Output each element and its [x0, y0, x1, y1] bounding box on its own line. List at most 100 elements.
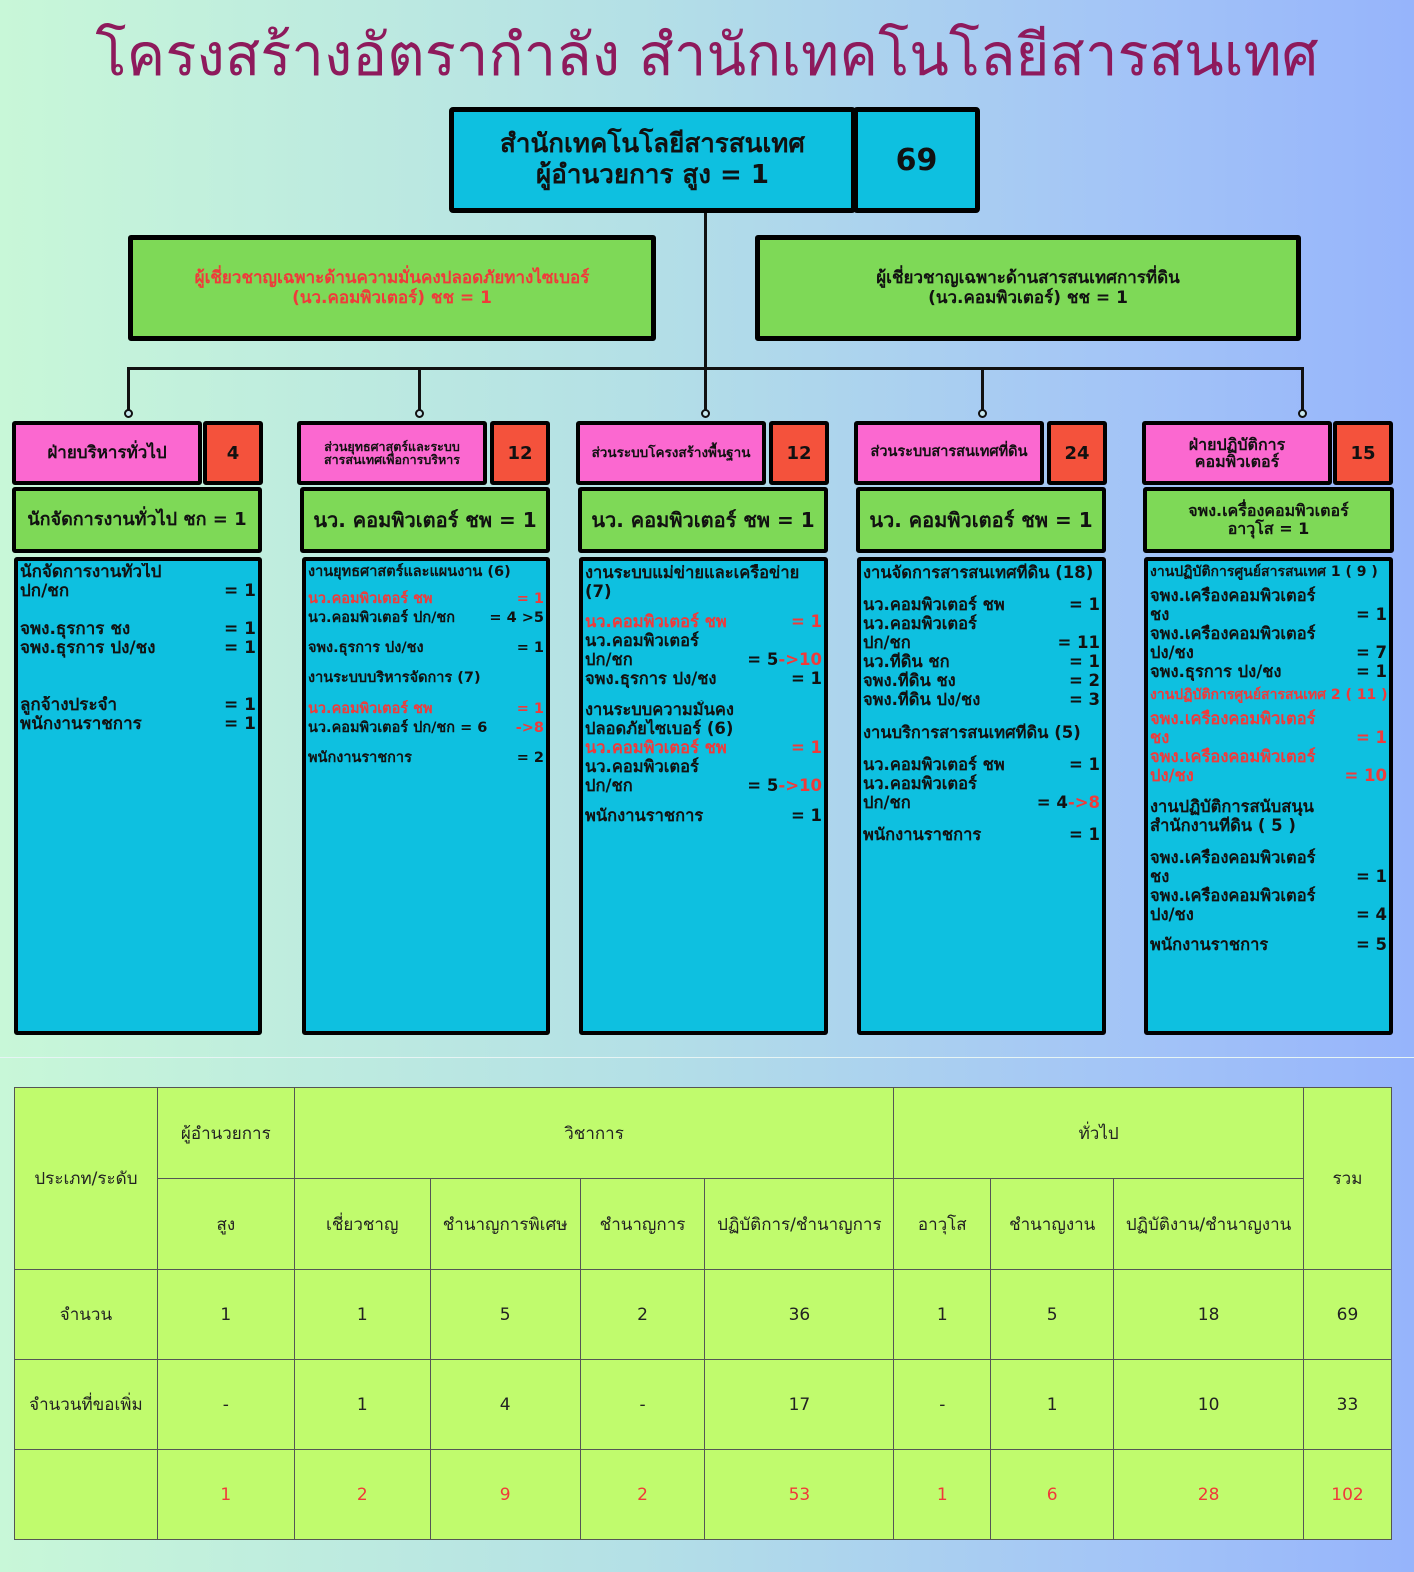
list-item-value: = 5: [747, 650, 779, 670]
list-item-value: = 4: [1036, 792, 1068, 812]
table-row-label: จำนวนที่ขอเพิ่ม: [14, 1359, 158, 1450]
list-item: ปก/ชก= 11: [863, 633, 1100, 652]
list-item: (7): [585, 582, 822, 601]
list-item-label: ชง: [1150, 728, 1170, 748]
table-cell: 4: [429, 1359, 581, 1450]
list-spacer: [308, 658, 544, 669]
list-item-label: จพง.ธุรการ ปง/ชง: [1150, 661, 1282, 681]
section-divider: [0, 1057, 1414, 1058]
unit-3-head-box: นว. คอมพิวเตอร์ ชพ = 1: [578, 487, 828, 553]
table-cell: 1: [293, 1359, 431, 1450]
list-item-value: = 1: [516, 700, 544, 717]
table-cell: 1: [156, 1449, 295, 1540]
list-item-value: = 1: [224, 581, 256, 601]
list-spacer: [308, 688, 544, 699]
list-item-requested-value: ->10: [778, 650, 822, 670]
list-item-value: = 11: [1057, 633, 1100, 653]
connector-horizontal-bar: [127, 367, 1304, 370]
list-item-label: ปลอดภัยไซเบอร์ (6): [585, 718, 734, 738]
table-cell: 53: [704, 1449, 895, 1540]
list-item: ปลอดภัยไซเบอร์ (6): [585, 719, 822, 738]
table-cell: 5: [429, 1269, 581, 1360]
list-item: จพง.ที่ดิน ปง/ชง= 3: [863, 690, 1100, 709]
list-item: งานปฏิบัติการศูนย์สารสนเทศ 2 ( 11 ): [1150, 686, 1387, 705]
list-item: งานปฏิบัติการศูนย์สารสนเทศ 1 ( 9 ): [1150, 563, 1387, 582]
list-item-value: = 1: [224, 695, 256, 715]
list-item: ลูกจ้างประจำ = 1: [20, 696, 256, 715]
list-item-label: พนักงานราชการ: [863, 825, 982, 845]
unit-4-name-box: ส่วนระบบสารสนเทศที่ดิน: [854, 421, 1044, 485]
list-item: งานปฏิบัติการสนับสนุน: [1150, 797, 1387, 816]
list-item-label: จพง.ที่ดิน ปง/ชง: [863, 690, 981, 710]
list-item: งานจัดการสารสนเทศที่ดิน (18): [863, 563, 1100, 582]
list-item-value: = 1: [1068, 652, 1100, 672]
list-item: งานระบบบริหารจัดการ (7): [308, 669, 544, 688]
list-item-value: = 5: [747, 775, 779, 795]
table-cell: 1: [293, 1269, 431, 1360]
land-info-expert-box: ผู้เชี่ยวชาญเฉพาะด้านสารสนเทศการที่ดิน (…: [755, 235, 1301, 341]
list-item-value: = 1: [1068, 754, 1100, 774]
list-item: นว.คอมพิวเตอร์ ชพ= 1: [308, 700, 544, 719]
list-item: ปก/ชก= 1: [20, 582, 256, 601]
table-cell: 5: [990, 1269, 1115, 1360]
table-group-academic: วิชาการ: [293, 1087, 895, 1179]
list-item: จพง.เครื่องคอมพิวเตอร์: [1150, 709, 1387, 728]
list-item-value: ->8: [515, 719, 544, 736]
list-item: นว.คอมพิวเตอร์ ปก/ชก= 4 >5: [308, 609, 544, 628]
list-item-label: พนักงานราชการ: [585, 806, 704, 826]
list-item-value: = 1: [224, 714, 256, 734]
table-cell: 9: [429, 1449, 581, 1540]
list-item-label: นว.คอมพิวเตอร์ ชพ: [863, 754, 1005, 774]
connector-drop-2: [418, 367, 421, 412]
unit-1-name-box: ฝ่ายบริหารทั่วไป: [12, 421, 202, 485]
list-spacer: [20, 601, 256, 620]
unit-name-line: ฝ่ายปฏิบัติการ: [1188, 435, 1286, 454]
unit-2-name-box: ส่วนยุทธศาสตร์และระบบสารสนเทศเพื่อการบริ…: [297, 421, 487, 485]
table-level-header: อาวุโส: [893, 1178, 992, 1270]
list-item: พนักงานราชการ= 2: [308, 749, 544, 768]
list-spacer: [308, 628, 544, 639]
list-item: จพง.เครื่องคอมพิวเตอร์: [1150, 586, 1387, 605]
list-item-label: จพง.ธุรการ ปง/ชง: [585, 669, 717, 689]
list-item: นว.ที่ดิน ชก= 1: [863, 652, 1100, 671]
table-cell: 1: [990, 1359, 1115, 1450]
list-item-label: ปก/ชก: [863, 792, 911, 812]
director-office-name: สำนักเทคโนโลยีสารสนเทศ: [500, 129, 805, 159]
list-item-label: พนักงานราชการ: [20, 715, 142, 734]
table-cell: -: [893, 1359, 992, 1450]
unit-1-head-box: นักจัดการงานทั่วไป ชก = 1: [12, 487, 262, 553]
director-box: สำนักเทคโนโลยีสารสนเทศ ผู้อำนวยการ สูง =…: [449, 107, 856, 213]
unit-name-line: คอมพิวเตอร์: [1194, 452, 1280, 471]
list-item: ปง/ชง= 4: [1150, 905, 1387, 924]
list-item: งานระบบความมั่นคง: [585, 700, 822, 719]
table-levels-row: สูงเชี่ยวชาญชำนาญการพิเศษชำนาญการปฏิบัติ…: [15, 1178, 1392, 1270]
table-cell: 6: [990, 1449, 1115, 1540]
list-item-label: งานปฏิบัติการศูนย์สารสนเทศ 2 ( 11 ): [1150, 687, 1387, 704]
list-spacer: [585, 601, 822, 612]
table-group-director: ผู้อำนวยการ: [156, 1087, 295, 1179]
page-title: โครงสร้างอัตรากำลัง สำนักเทคโนโลยีสารสนเ…: [95, 21, 1319, 89]
unit-4-head-box: นว. คอมพิวเตอร์ ชพ = 1: [856, 487, 1106, 553]
list-item: ปง/ชง= 10: [1150, 766, 1387, 785]
list-item-label: จพง.ธุรการ ปง/ชง: [308, 639, 424, 656]
table-total-header: รวม: [1302, 1087, 1393, 1270]
list-item: จพง.เครื่องคอมพิวเตอร์: [1150, 886, 1387, 905]
unit-5-name-box: ฝ่ายปฏิบัติการคอมพิวเตอร์: [1142, 421, 1332, 485]
list-item-value: = 1: [1355, 661, 1387, 681]
list-item-label: ลูกจ้างประจำ: [20, 696, 118, 715]
unit-name-line: ส่วนระบบโครงสร้างพื้นฐาน: [591, 444, 751, 461]
unit-5-head-box: จพง.เครื่องคอมพิวเตอร์อาวุโส = 1: [1143, 487, 1394, 553]
table-row-label: จำนวน: [14, 1269, 158, 1360]
list-item-label: พนักงานราชการ: [308, 750, 412, 767]
unit-head-line: นว. คอมพิวเตอร์ ชพ = 1: [869, 508, 1093, 532]
list-item-label: ปง/ชง: [1150, 904, 1194, 924]
list-item: พนักงานราชการ= 1: [863, 825, 1100, 844]
unit-name-line: ส่วนระบบสารสนเทศที่ดิน: [870, 444, 1028, 461]
table-cell: 2: [293, 1449, 431, 1540]
list-item: งานบริการสารสนเทศที่ดิน (5): [863, 723, 1100, 742]
list-item-label: งานปฏิบัติการสนับสนุน: [1150, 796, 1314, 816]
list-item-label: พนักงานราชการ: [1150, 935, 1269, 955]
